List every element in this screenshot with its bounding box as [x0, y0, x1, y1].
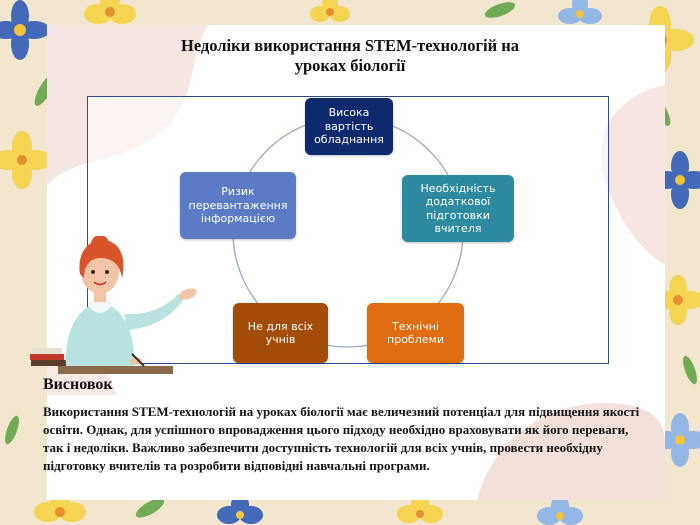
diagram-node-high-cost: Висока вартість обладнання	[305, 98, 393, 155]
conclusion-heading: Висновок	[43, 376, 113, 393]
slide-title: Недоліки використання STEM-технологій на…	[180, 36, 519, 75]
conclusion-text: Використання STEM-технологій на уроках б…	[43, 404, 640, 473]
diagram-node-information-overload: Ризик перевантаження інформацією	[180, 172, 296, 239]
diagram-node-not-for-all-students: Не для всіх учнів	[233, 303, 328, 363]
diagram-node-technical-problems: Технічні проблеми	[367, 303, 464, 363]
diagram-node-teacher-training: Необхідність додаткової підготовки вчите…	[402, 175, 514, 242]
teacher-illustration	[30, 236, 197, 374]
